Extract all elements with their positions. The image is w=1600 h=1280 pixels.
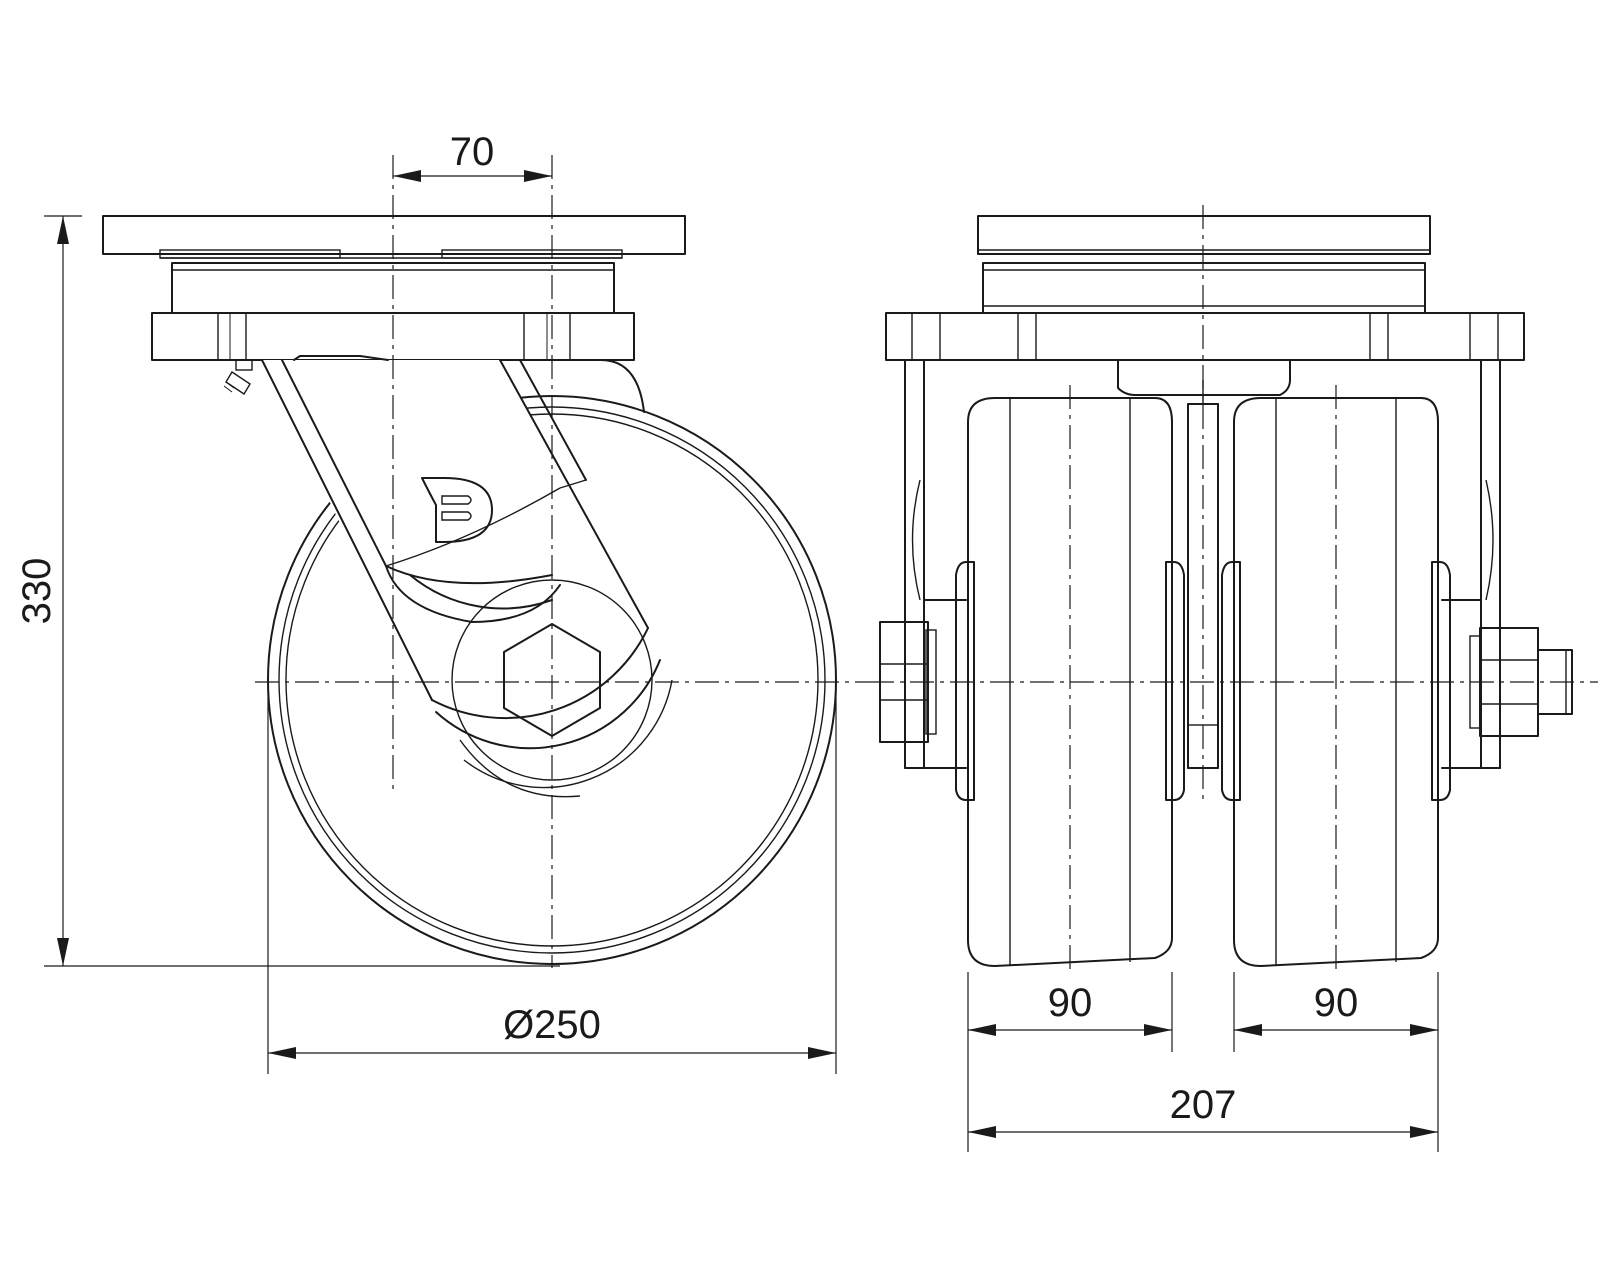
offset-dimension-label: 70 xyxy=(450,130,495,174)
wheel-diameter-dimension: Ø250 xyxy=(267,680,837,1074)
left-wheel-width-label: 90 xyxy=(1048,981,1093,1025)
side-fork xyxy=(261,355,673,806)
overall-width-dimension: 207 xyxy=(968,1083,1438,1138)
manufacturer-logo-icon xyxy=(421,477,493,543)
front-wheel-left xyxy=(955,397,1185,967)
front-top-plate xyxy=(977,215,1431,314)
overall-width-label: 207 xyxy=(1170,1083,1237,1127)
front-fork-top xyxy=(885,312,1525,396)
grease-nipple xyxy=(223,359,253,395)
right-wheel-width-dimension: 90 xyxy=(1233,972,1439,1152)
side-view xyxy=(102,155,870,968)
offset-dimension: 70 xyxy=(393,130,552,182)
side-bearing xyxy=(151,262,635,361)
height-dimension: 330 xyxy=(15,215,560,967)
front-view xyxy=(870,205,1598,972)
side-top-plate xyxy=(102,215,686,259)
right-wheel-width-label: 90 xyxy=(1314,981,1359,1025)
height-dimension-label: 330 xyxy=(15,558,59,625)
wheel-diameter-label: Ø250 xyxy=(503,1003,601,1047)
left-wheel-width-dimension: 90 xyxy=(967,972,1173,1152)
